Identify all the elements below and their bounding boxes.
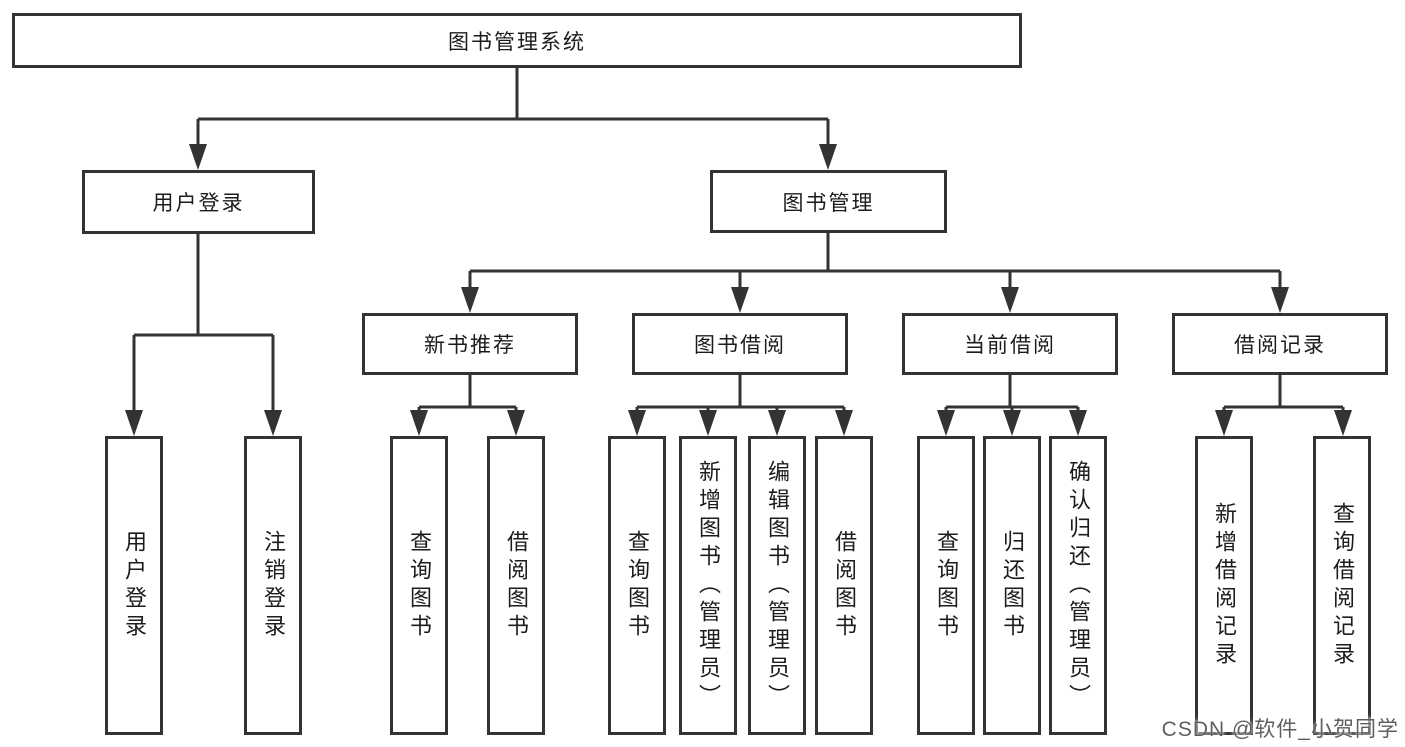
node-book-borrowing: 图书借阅 xyxy=(632,313,848,375)
leaf-edit-books-admin: 编辑图书（管理员） xyxy=(748,436,806,735)
leaf-logout: 注销登录 xyxy=(244,436,302,735)
leaf-user-login: 用户登录 xyxy=(105,436,163,735)
node-book-management: 图书管理 xyxy=(710,170,947,233)
leaf-confirm-return-admin: 确认归还（管理员） xyxy=(1049,436,1107,735)
leaf-query-books-current: 查询图书 xyxy=(917,436,975,735)
node-user-login: 用户登录 xyxy=(82,170,315,234)
leaf-add-books-admin: 新增图书（管理员） xyxy=(679,436,737,735)
leaf-query-borrow-record: 查询借阅记录 xyxy=(1313,436,1371,735)
arrow-down-icons xyxy=(125,144,1352,436)
leaf-borrow-books-recommend: 借阅图书 xyxy=(487,436,545,735)
node-borrowing-records: 借阅记录 xyxy=(1172,313,1388,375)
leaf-query-books-borrowing: 查询图书 xyxy=(608,436,666,735)
watermark-text: CSDN @软件_小贺同学 xyxy=(1161,718,1399,741)
leaf-borrow-books-borrowing: 借阅图书 xyxy=(815,436,873,735)
node-library-management-system: 图书管理系统 xyxy=(12,13,1022,68)
node-new-book-recommendation: 新书推荐 xyxy=(362,313,578,375)
leaf-add-borrow-record: 新增借阅记录 xyxy=(1195,436,1253,735)
leaf-query-books-recommend: 查询图书 xyxy=(390,436,448,735)
leaf-return-books: 归还图书 xyxy=(983,436,1041,735)
node-current-borrowing: 当前借阅 xyxy=(902,313,1118,375)
